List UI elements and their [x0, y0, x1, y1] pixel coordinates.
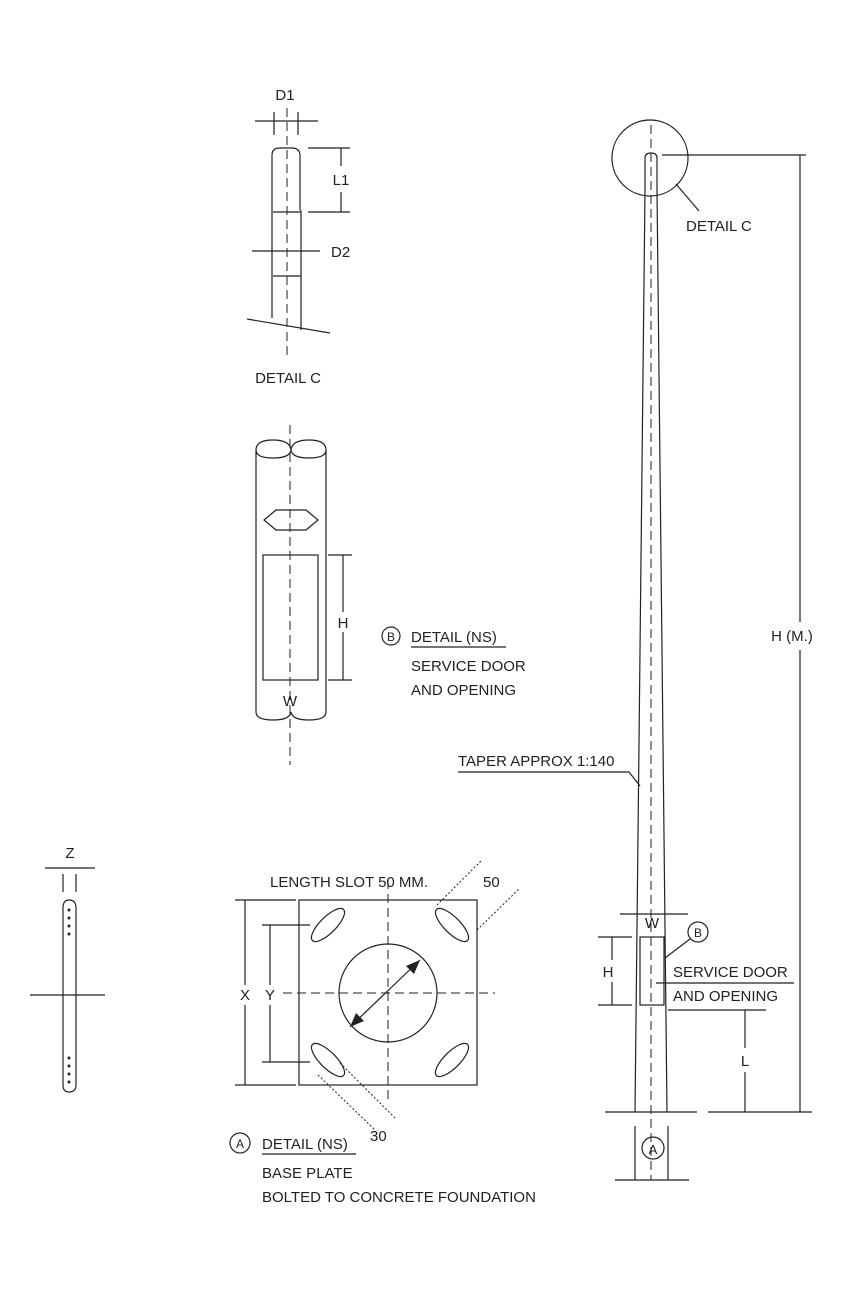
pole-marker-a: A: [649, 1142, 658, 1157]
w-label: W: [283, 693, 298, 710]
y-label: Y: [265, 987, 275, 1004]
detail-b-line1: SERVICE DOOR: [411, 658, 526, 675]
detail-b-title: DETAIL (NS): [411, 629, 497, 646]
z-label: Z: [65, 845, 74, 862]
main-pole: H (M.) DETAIL C TAPER APPROX 1:140 W H B…: [458, 119, 813, 1181]
marker-b-circle: [381, 626, 401, 646]
base-plate-detail: X Y LENGTH SLOT 50 MM. 50 30 A DETAIL (N…: [229, 859, 536, 1206]
base-plate-line1: BASE PLATE: [262, 1165, 353, 1182]
pole-h-label: H: [603, 964, 614, 981]
h-label: H: [338, 615, 349, 632]
height-label: H (M.): [771, 628, 813, 645]
slot-label: LENGTH SLOT 50 MM.: [270, 874, 428, 891]
marker-a: A: [236, 1137, 244, 1151]
taper-label: TAPER APPROX 1:140: [458, 753, 614, 770]
pole-marker-b: B: [694, 926, 702, 940]
l-label: L: [741, 1053, 749, 1070]
pole-detail-c-label: DETAIL C: [686, 218, 752, 235]
base-plate-line2: BOLTED TO CONCRETE FOUNDATION: [262, 1189, 536, 1206]
marker-b: B: [387, 630, 395, 644]
x-label: X: [240, 987, 250, 1004]
dim-30: 30: [370, 1128, 387, 1145]
pole-service-line1: SERVICE DOOR: [673, 964, 788, 981]
d2-label: D2: [331, 244, 350, 261]
dim-50: 50: [483, 874, 500, 891]
d1-label: D1: [275, 87, 294, 104]
detail-b-line2: AND OPENING: [411, 682, 516, 699]
detail-b: H W B DETAIL (NS) SERVICE DOOR AND OPENI…: [255, 425, 526, 765]
base-plate-title: DETAIL (NS): [262, 1136, 348, 1153]
detail-c-title: DETAIL C: [255, 370, 321, 387]
z-detail: Z: [30, 845, 105, 1093]
pole-service-line2: AND OPENING: [673, 988, 778, 1005]
l1-label: L1: [333, 172, 350, 189]
detail-c: D1 L1 D2 DETAIL C: [246, 87, 350, 387]
pole-w-label: W: [645, 915, 660, 932]
